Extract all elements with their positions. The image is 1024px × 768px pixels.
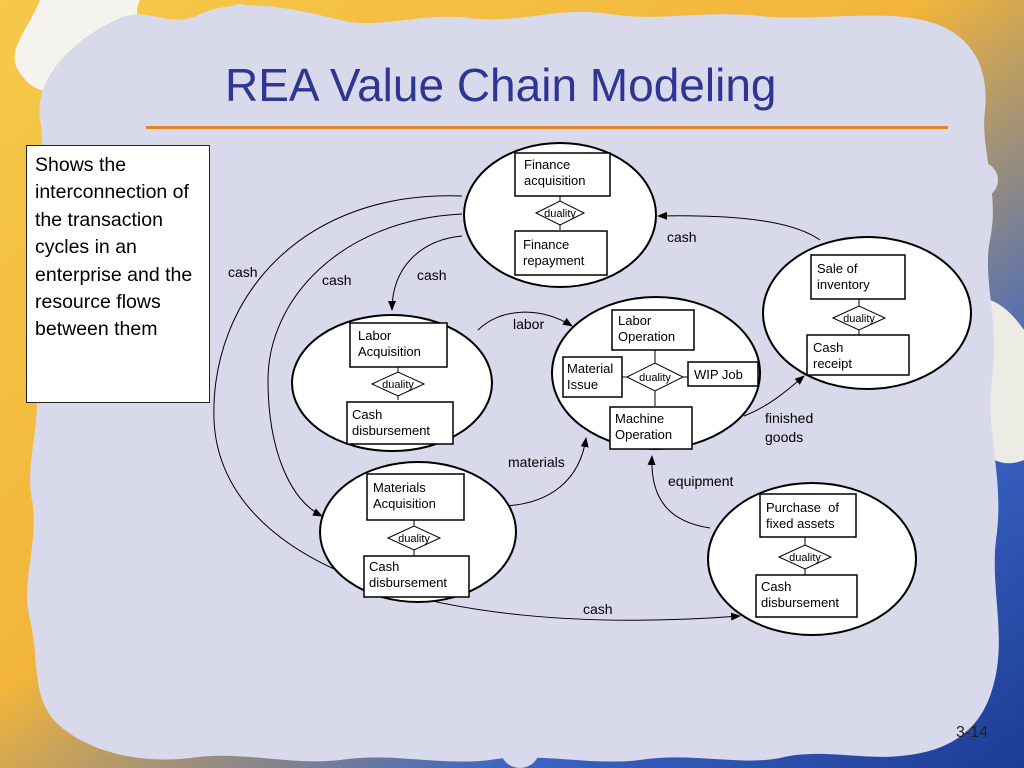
flow-label-cash-inner: cash (322, 272, 352, 288)
flow-label-finished-goods: finished goods (765, 410, 817, 445)
arc-labor (477, 311, 573, 331)
description-box: Shows the interconnection of the transac… (26, 145, 210, 403)
wip-job-label: WIP Job (694, 367, 743, 382)
materials-duality-diamond (386, 525, 442, 551)
production-duality-diamond (625, 362, 685, 392)
machine-operation-label: Machine Operation (615, 411, 672, 442)
cash-receipt-box (806, 334, 910, 376)
sales-duality-label: duality (843, 313, 875, 325)
sale-of-inventory-label: Sale of inventory (817, 261, 870, 292)
finance-repayment-box (514, 230, 608, 276)
fixed-assets-duality-diamond (777, 544, 833, 570)
labor-operation-label: Labor Operation (618, 313, 675, 344)
finance-duality-label: duality (544, 208, 576, 220)
arc-cash-sales (657, 211, 821, 241)
cash-receipt-label: Cash receipt (813, 340, 852, 371)
labor-duality-label: duality (382, 379, 414, 391)
labor-operation-box (611, 309, 695, 351)
flow-label-cash-sales: cash (667, 229, 697, 245)
materials-acquisition-label: Materials Acquisition (373, 480, 436, 511)
wip-job-box (687, 361, 759, 387)
labor-cash-disbursement-box (346, 401, 454, 445)
slide-title: REA Value Chain Modeling (225, 59, 777, 111)
flow-label-materials: materials (508, 454, 565, 470)
description-text: Shows the interconnection of the transac… (35, 154, 193, 341)
flow-label-equipment: equipment (668, 473, 733, 489)
flow-label-cash-outer: cash (228, 264, 258, 280)
labor-acquisition-box (349, 322, 448, 368)
materials-acquisition-box (366, 473, 465, 521)
sales-duality-diamond (831, 305, 887, 331)
arc-cash-labor (388, 235, 463, 311)
flow-label-cash-labor: cash (417, 267, 447, 283)
flow-label-labor: labor (513, 316, 544, 332)
purchase-fixed-assets-label: Purchase of fixed assets (766, 500, 843, 531)
materials-duality-label: duality (398, 533, 430, 545)
sale-of-inventory-box (810, 254, 906, 300)
arc-cash-inner (267, 213, 463, 517)
labor-acquisition-label: Labor Acquisition (358, 328, 421, 359)
page-number: 3-14 (955, 724, 988, 741)
arc-equipment (647, 455, 711, 529)
flow-label-cash-bottom: cash (583, 601, 613, 617)
purchase-fixed-assets-box (759, 493, 857, 538)
finance-repayment-label: Finance repayment (523, 237, 585, 268)
title-divider (146, 126, 948, 129)
fixed-assets-cash-disbursement-label: Cash disbursement (761, 579, 839, 610)
arc-finished-goods (743, 375, 805, 417)
materials-cash-disbursement-box (363, 555, 470, 598)
finance-acquisition-box (514, 152, 611, 197)
material-issue-label: Material Issue (567, 361, 617, 392)
fixed-assets-duality-label: duality (789, 552, 821, 564)
arc-cash-outer (213, 195, 741, 621)
production-duality-label: duality (639, 372, 671, 384)
fixed-assets-cash-disbursement-box (755, 574, 858, 618)
materials-cash-disbursement-label: Cash disbursement (369, 559, 447, 590)
machine-operation-box (609, 406, 693, 450)
material-issue-box (562, 356, 623, 398)
labor-duality-diamond (370, 371, 426, 397)
finance-duality-diamond (534, 200, 586, 226)
arc-materials (503, 437, 589, 507)
labor-cash-disbursement-label: Cash disbursement (352, 407, 430, 438)
finance-acquisition-label: Finance acquisition (524, 157, 585, 188)
